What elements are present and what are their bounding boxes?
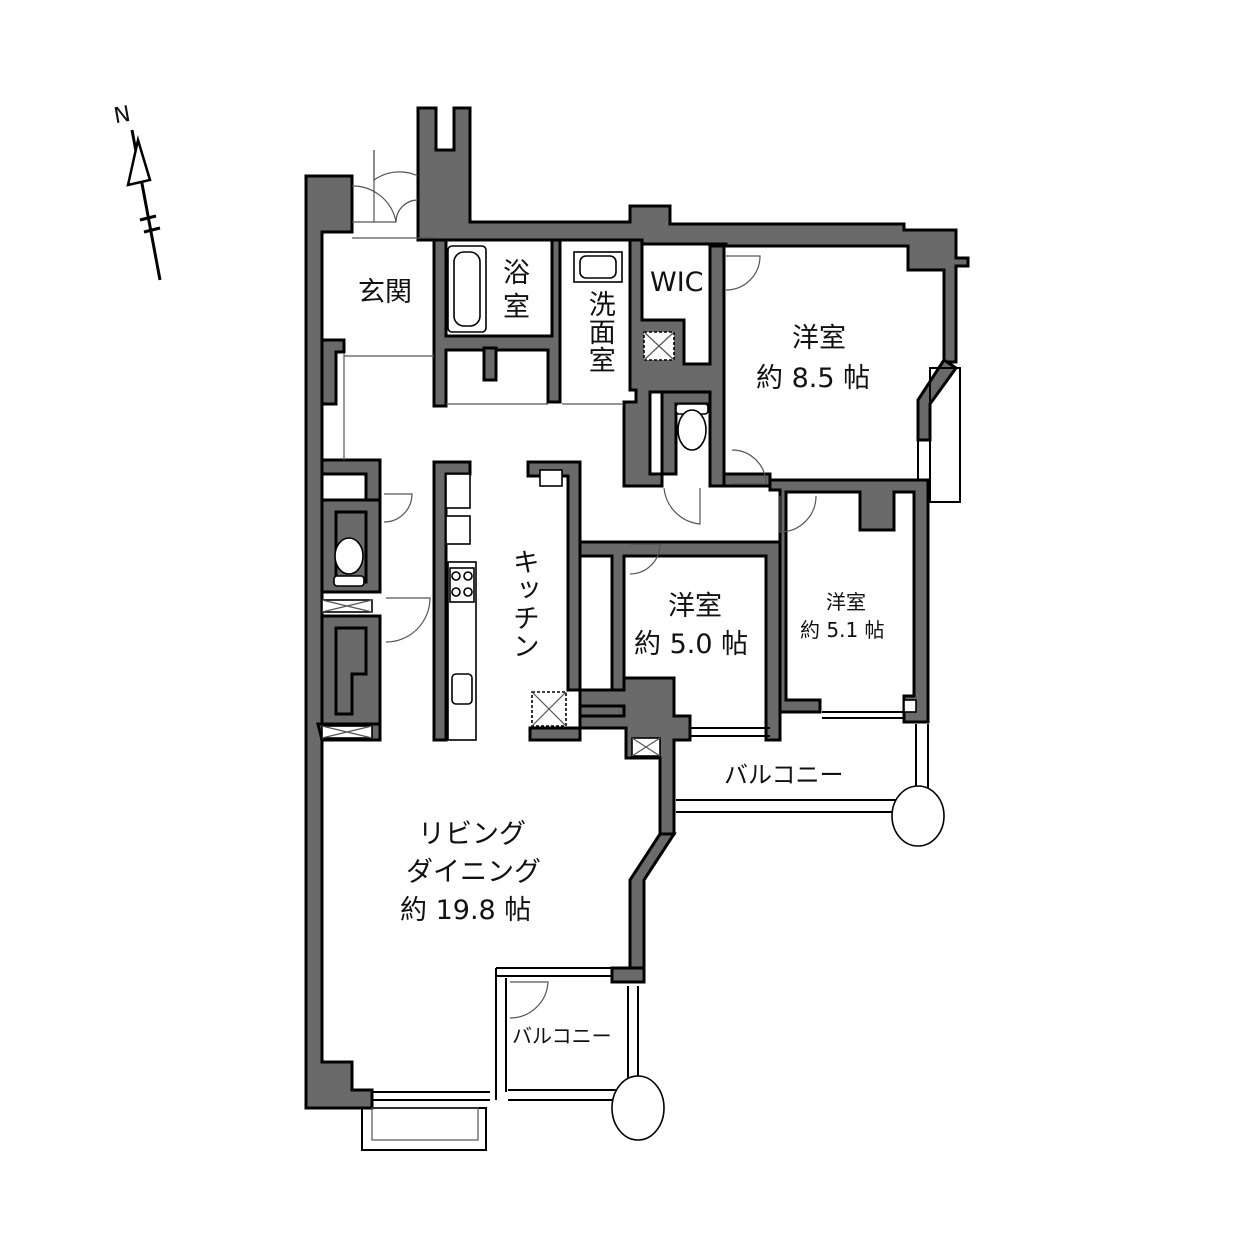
- outer-wall-west: [304, 174, 374, 1110]
- room-label-western-3: 洋室: [826, 590, 866, 614]
- shaft-icon: [321, 599, 661, 757]
- toilet-west-icon: [333, 537, 365, 587]
- room-size-western-3: 約 5.1 帖: [800, 618, 885, 642]
- room-label-washroom: 洗面室: [583, 290, 615, 374]
- outer-wall-east-upper: [916, 357, 959, 442]
- living-south-stub: [610, 966, 646, 984]
- kitchen-south-wall: [528, 726, 582, 742]
- core-walls: [432, 238, 562, 408]
- north-arrow-icon: [126, 129, 162, 281]
- bay-window: [361, 1107, 487, 1151]
- door-swings: [343, 150, 817, 1019]
- room-5-1-walls: [768, 478, 930, 724]
- room-label-living-1: リビング: [418, 819, 526, 850]
- kitchen-sink-icon: [451, 673, 473, 705]
- room-label-wic: WIC: [650, 267, 704, 298]
- west-storage-walls: [320, 614, 382, 728]
- room-size-western-1: 約 8.5 帖: [756, 363, 871, 394]
- living-se-wall: [628, 832, 677, 970]
- balcony-lower-label: バルコニー: [512, 1024, 612, 1048]
- room-label-western-1: 洋室: [792, 323, 846, 354]
- room-label-western-2: 洋室: [668, 591, 722, 622]
- corridor-walls-b: [320, 458, 382, 502]
- room-size-western-2: 約 5.0 帖: [634, 629, 749, 660]
- corridor-walls: [320, 338, 346, 406]
- outer-wall-north: [416, 106, 970, 364]
- room-5-0-south: [578, 704, 626, 718]
- room-size-living: 約 19.8 帖: [400, 895, 532, 926]
- room-label-entrance: 玄関: [358, 277, 412, 308]
- balcony-upper-planter: [891, 785, 945, 847]
- bath-stub: [482, 346, 498, 382]
- balcony-upper-label: バルコニー: [724, 761, 844, 789]
- toilet-icon: [675, 403, 709, 451]
- room-label-bath-2: 室: [503, 292, 530, 323]
- room-label-kitchen: キッチン: [507, 548, 539, 660]
- balcony-lower-planter: [611, 1075, 665, 1141]
- wc-inner: [660, 390, 712, 476]
- room-label-bath-1: 浴: [503, 258, 530, 289]
- room-label-living-2: ダイニング: [406, 857, 541, 888]
- stove-icon: [449, 567, 475, 603]
- room-8-5-south: [722, 472, 772, 488]
